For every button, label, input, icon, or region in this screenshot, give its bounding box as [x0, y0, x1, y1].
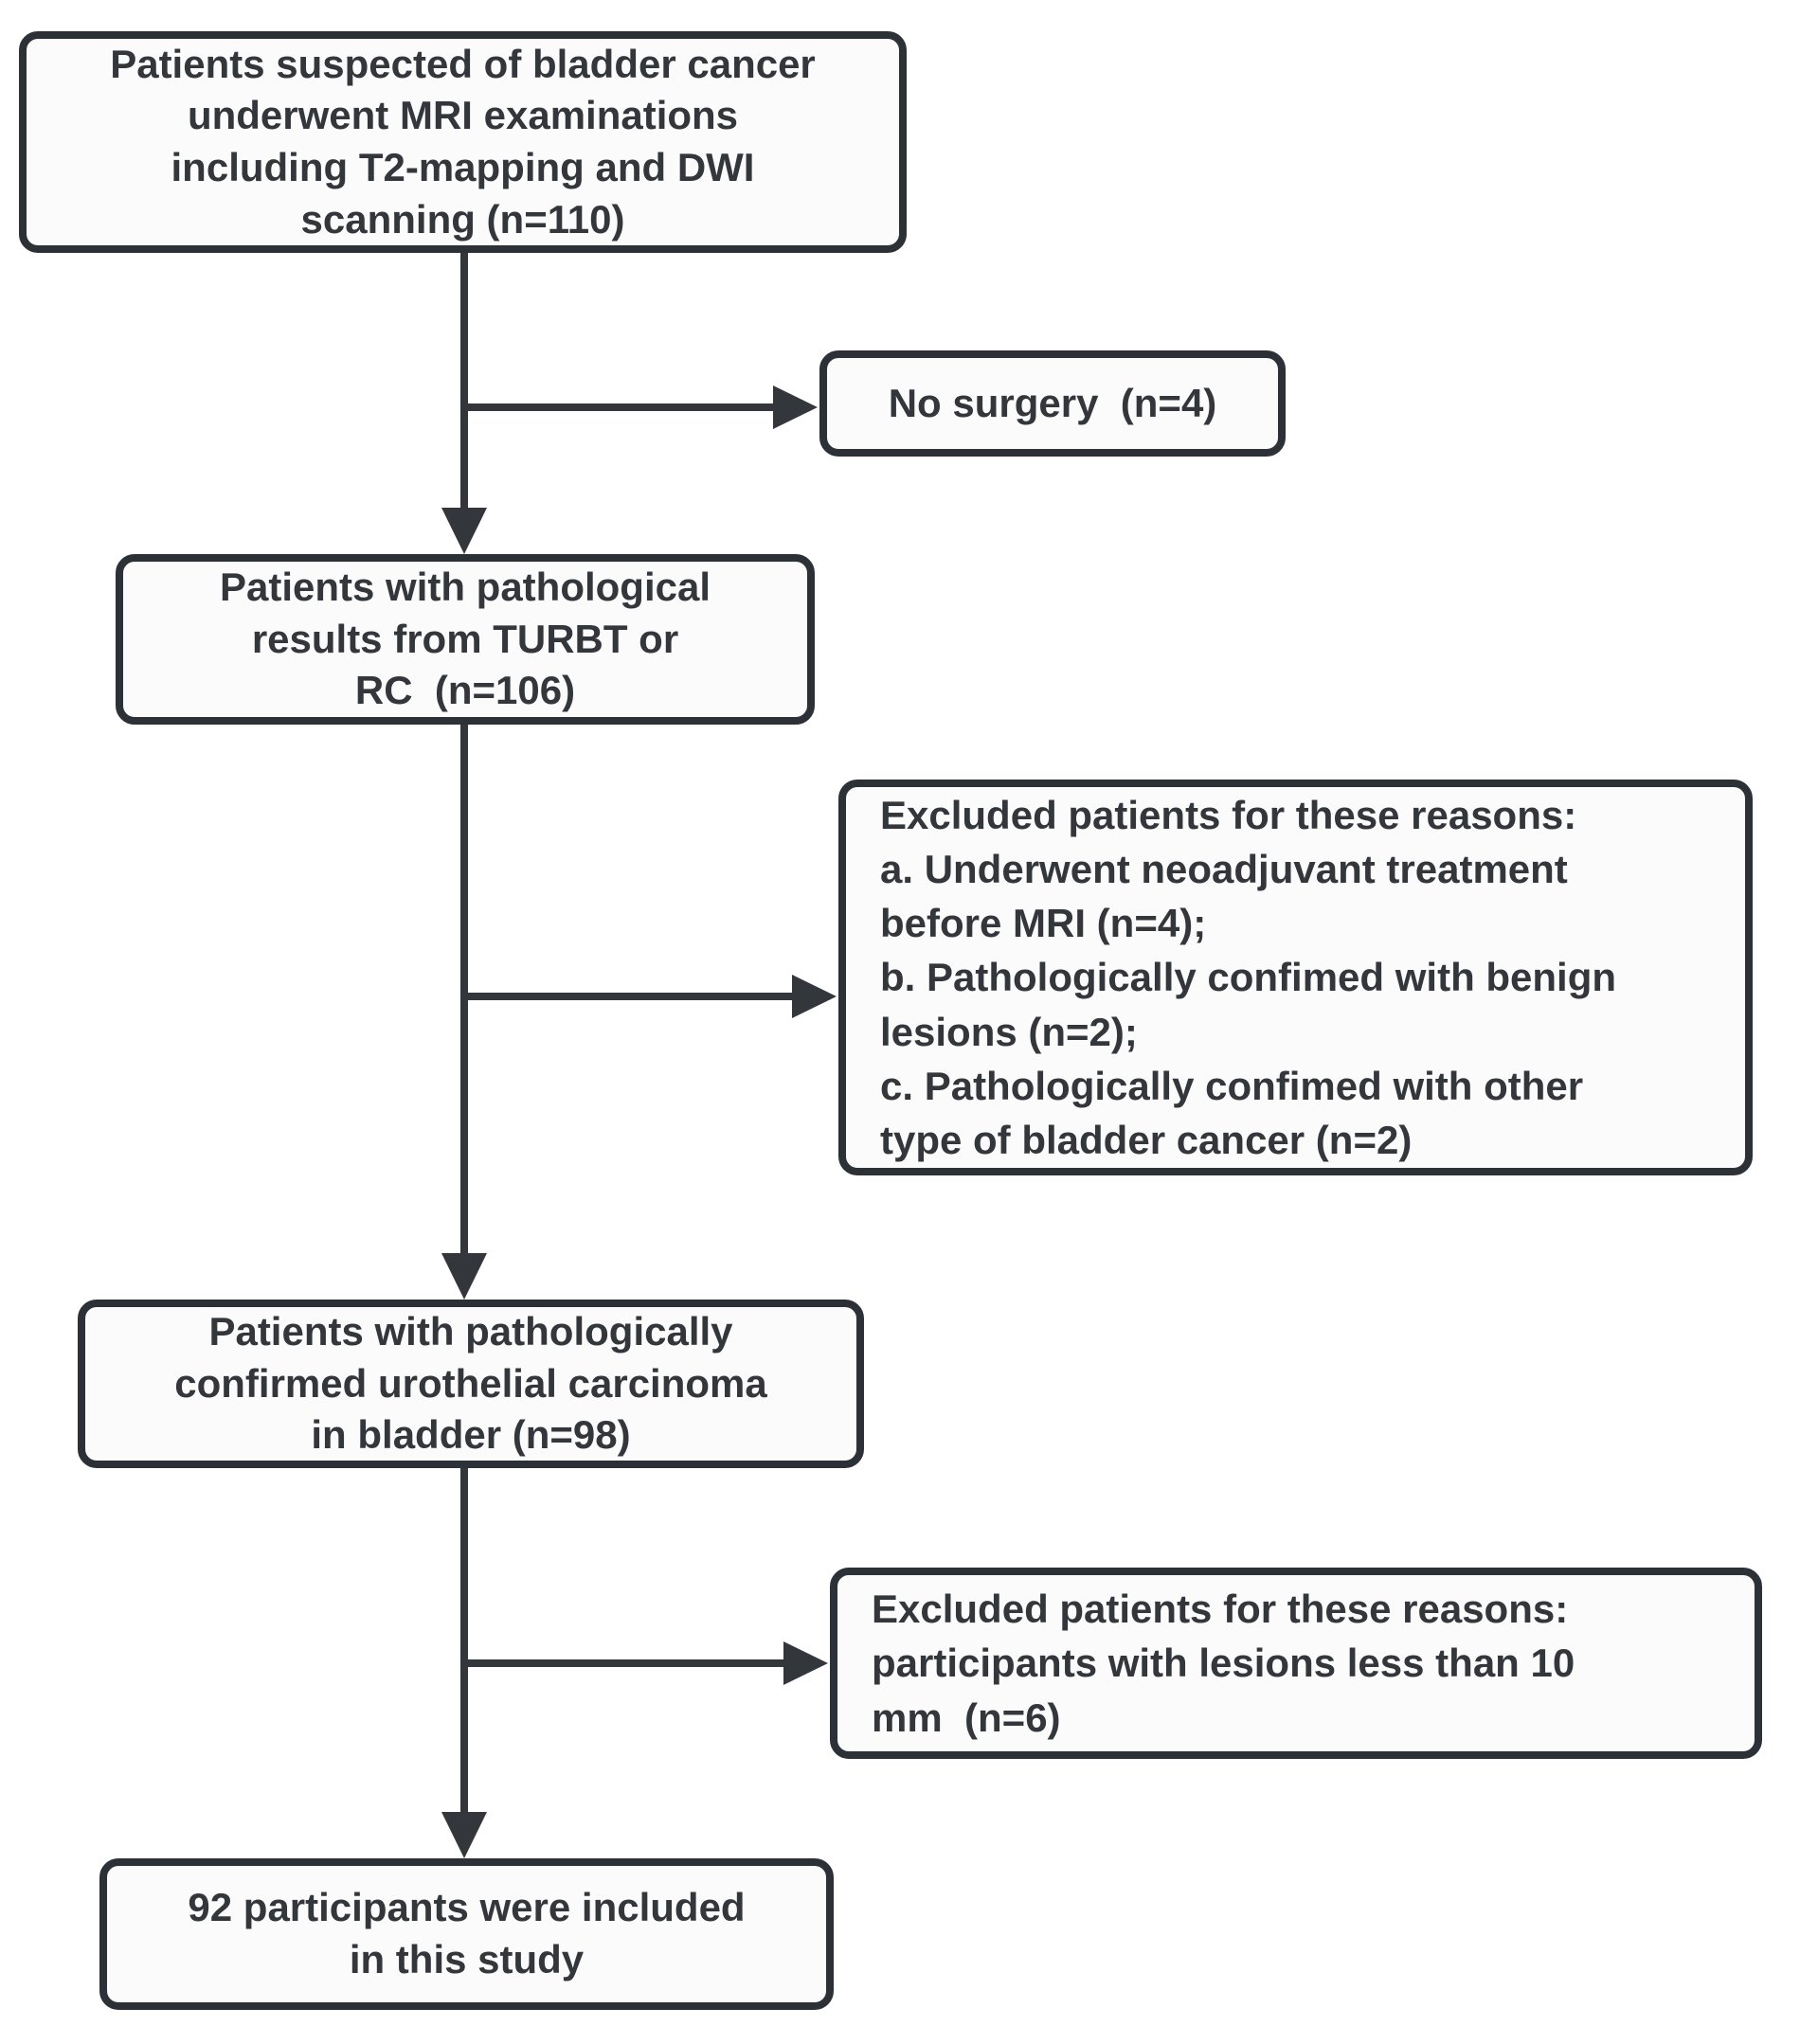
arrowhead-branch-exclusions-1: [792, 975, 837, 1018]
arrowhead-branch-no-surgery: [773, 385, 818, 429]
text-line: a. Underwent neoadjuvant treatment: [880, 847, 1568, 892]
text-line: RC (n=106): [354, 668, 576, 713]
box-pathological-results-turbt-rc: Patients with pathological results from …: [116, 554, 815, 725]
text-line: before MRI (n=4);: [880, 901, 1207, 946]
arrowhead-branch-exclusions-2: [783, 1641, 828, 1685]
text-line: in this study: [349, 1937, 585, 1981]
text-line: lesions (n=2);: [880, 1009, 1138, 1054]
box-included-participants: 92 participants were included in this st…: [99, 1858, 834, 2010]
text-line: No surgery (n=4): [888, 380, 1217, 425]
text-line: c. Pathologically confimed with other: [880, 1063, 1584, 1108]
text-line: Patients with pathological: [219, 565, 711, 610]
text-line: Patients with pathologically: [208, 1309, 733, 1354]
text-line: Excluded patients for these reasons:: [872, 1587, 1569, 1632]
box-confirmed-urothelial-carcinoma: Patients with pathologically confirmed u…: [78, 1300, 864, 1468]
text-line: confirmed urothelial carcinoma: [174, 1360, 767, 1406]
arrowhead-box3-to-box5: [441, 1253, 487, 1300]
text-line: Patients suspected of bladder cancer: [110, 41, 816, 86]
arrowhead-box5-to-box7: [441, 1812, 487, 1858]
text-line: mm (n=6): [872, 1694, 1061, 1740]
text-line: results from TURBT or: [251, 616, 679, 661]
text-line: including T2-mapping and DWI: [171, 145, 755, 189]
text-line: 92 participants were included: [188, 1885, 746, 1930]
box-no-surgery: No surgery (n=4): [819, 350, 1286, 457]
text-line: scanning (n=110): [300, 196, 625, 242]
arrowhead-box1-to-box3: [441, 508, 487, 554]
text-line: participants with lesions less than 10: [872, 1641, 1575, 1686]
box-excluded-small-lesions: Excluded patients for these reasons: par…: [830, 1568, 1762, 1759]
text-line: in bladder (n=98): [311, 1412, 631, 1458]
text-line: b. Pathologically confimed with benign: [880, 955, 1617, 1000]
text-line: underwent MRI examinations: [187, 93, 739, 138]
text-line: Excluded patients for these reasons:: [880, 793, 1577, 838]
text-line: type of bladder cancer (n=2): [880, 1117, 1413, 1162]
box-suspected-patients-mri: Patients suspected of bladder cancer und…: [19, 31, 907, 253]
box-excluded-reasons-neoadjuvant-benign-other: Excluded patients for these reasons: a. …: [838, 780, 1753, 1175]
